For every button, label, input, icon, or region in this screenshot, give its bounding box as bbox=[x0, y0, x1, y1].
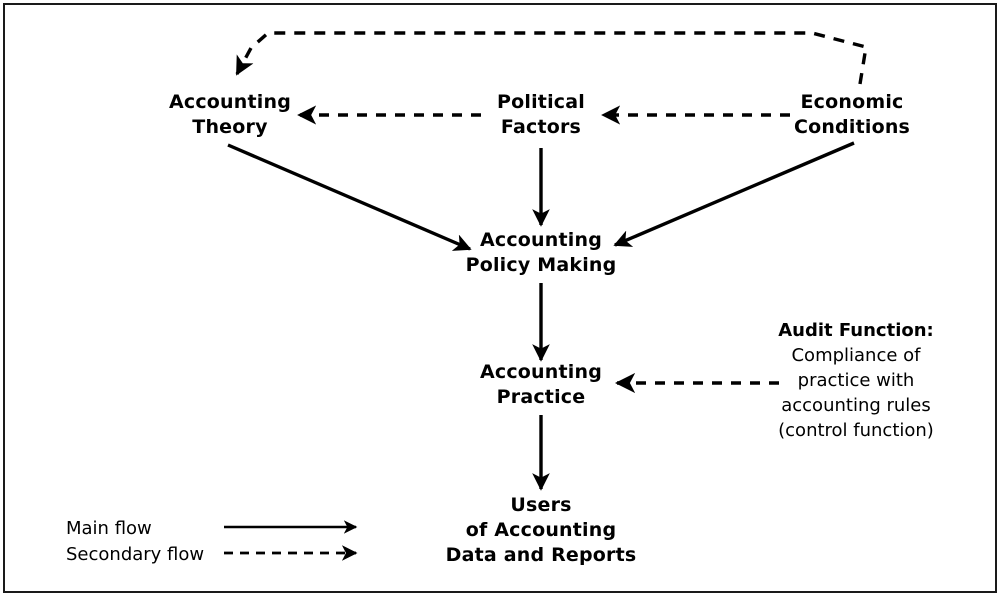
node-users-of-accounting-data: Users of Accounting Data and Reports bbox=[411, 493, 671, 568]
edge-economic-to-policy bbox=[613, 141, 855, 247]
legend-item-main-flow: Main flow bbox=[66, 518, 152, 540]
node-political-factors: Political Factors bbox=[441, 90, 641, 140]
node-accounting-policy-making-line-1: Accounting bbox=[479, 229, 603, 251]
node-accounting-theory-line-1: Accounting bbox=[168, 91, 292, 113]
node-accounting-policy-making: Accounting Policy Making bbox=[421, 228, 661, 278]
node-accounting-practice: Accounting Practice bbox=[441, 360, 641, 410]
node-accounting-theory-line-2: Theory bbox=[192, 116, 268, 138]
audit-function-line-3: accounting rules bbox=[781, 395, 931, 416]
edge-economic-to-theory-overhead bbox=[235, 31, 868, 85]
annotation-audit-function: Audit Function: Compliance of practice w… bbox=[746, 318, 966, 443]
node-accounting-practice-line-1: Accounting bbox=[479, 361, 603, 383]
node-economic-conditions-line-1: Economic bbox=[800, 91, 904, 113]
edge-theory-to-policy bbox=[227, 143, 472, 251]
legend-item-secondary-flow: Secondary flow bbox=[66, 544, 204, 566]
node-users-line-3: Data and Reports bbox=[445, 544, 637, 566]
node-accounting-policy-making-line-2: Policy Making bbox=[465, 254, 617, 276]
node-users-line-2: of Accounting bbox=[465, 519, 617, 541]
node-economic-conditions: Economic Conditions bbox=[752, 90, 952, 140]
node-users-line-1: Users bbox=[510, 494, 572, 516]
audit-function-line-4: (control function) bbox=[778, 420, 934, 441]
node-political-factors-line-2: Factors bbox=[500, 116, 582, 138]
audit-function-heading: Audit Function: bbox=[778, 320, 934, 341]
node-political-factors-line-1: Political bbox=[497, 91, 585, 113]
node-economic-conditions-line-2: Conditions bbox=[793, 116, 911, 138]
audit-function-line-2: practice with bbox=[797, 370, 915, 391]
node-accounting-theory: Accounting Theory bbox=[130, 90, 330, 140]
legend-main-flow-label: Main flow bbox=[66, 518, 152, 539]
legend-secondary-flow-label: Secondary flow bbox=[66, 544, 205, 565]
audit-function-line-1: Compliance of bbox=[791, 345, 921, 366]
node-accounting-practice-line-2: Practice bbox=[496, 386, 586, 408]
